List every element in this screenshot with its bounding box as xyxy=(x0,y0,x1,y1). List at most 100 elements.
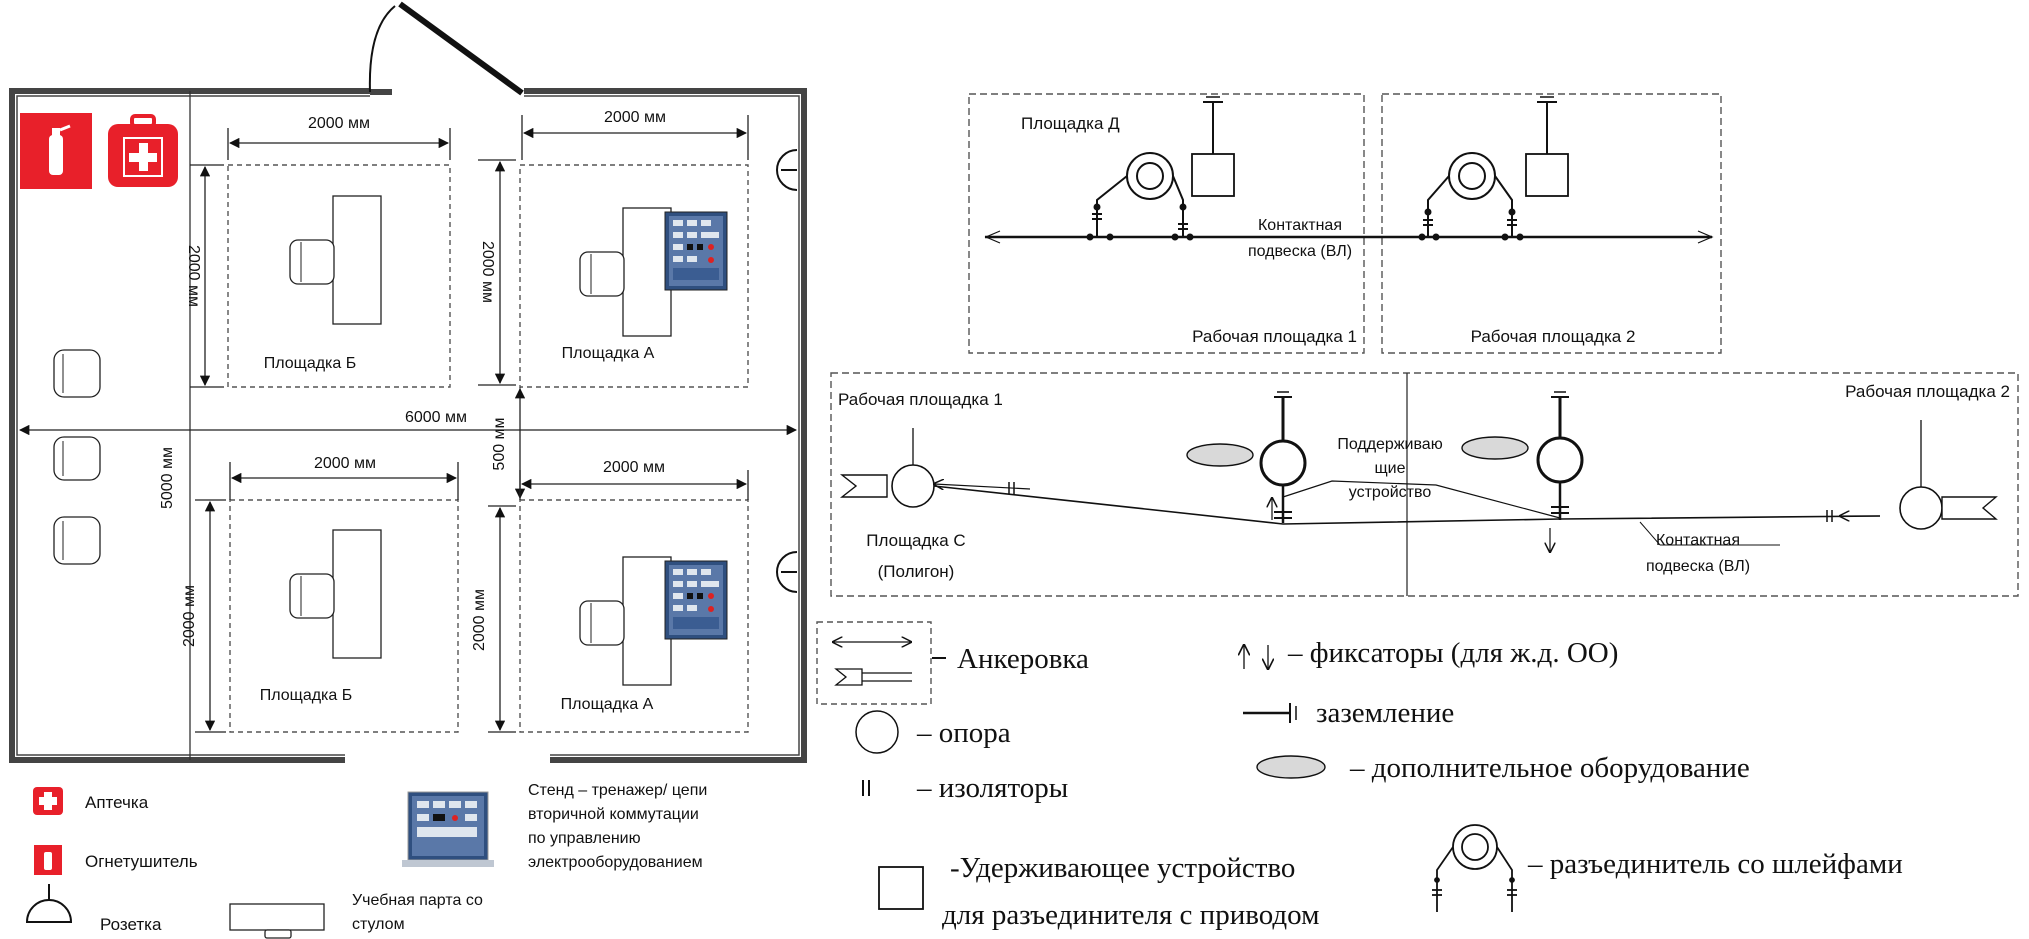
anchor-icon xyxy=(834,668,863,686)
support-label-2: щие xyxy=(1375,460,1406,477)
legend-disconnector-label: – разъединитель со шлейфами xyxy=(1527,848,1903,880)
legend-holding-label-2: для разъединителя с приводом xyxy=(942,899,1319,931)
legend-stand-label-2: вторичной коммутации xyxy=(528,806,699,823)
floor-plan: 2000 мм 2000 мм 2000 мм 2000 мм 6000 мм … xyxy=(9,1,807,764)
work-area-2-label: Рабочая площадка 2 xyxy=(1471,327,1636,346)
socket-icon xyxy=(776,551,798,593)
dim-top-left-height: 2000 мм xyxy=(185,245,202,307)
zone-label-top-right: Площадка А xyxy=(562,345,655,362)
anchoring-box xyxy=(816,621,932,705)
support-pole-icon xyxy=(855,710,899,754)
legend-extinguisher-label: Огнетушитель xyxy=(85,852,198,871)
desk-bottom-right xyxy=(579,556,672,686)
legend-holding-label-1: -Удерживающее устройство xyxy=(950,852,1295,884)
support-1 xyxy=(1186,391,1561,523)
legend-grounding-label: заземление xyxy=(1316,697,1454,729)
legend-stand-label-3: по управлению xyxy=(528,830,641,847)
extinguisher-icon xyxy=(34,845,62,875)
legend-insulators-label: – изоляторы xyxy=(916,772,1068,804)
fixator-arrows-icon xyxy=(1244,645,1268,669)
legend-desk-label-1: Учебная парта со xyxy=(352,892,483,909)
support-pole-right xyxy=(1899,486,1943,530)
dim-top-right-width: 2000 мм xyxy=(604,109,666,126)
legend-socket-label: Розетка xyxy=(100,915,162,934)
legend-anchoring-label: Анкеровка xyxy=(957,643,1089,675)
insulator-icon xyxy=(862,780,870,796)
chair xyxy=(53,349,101,398)
diagram-middle: Рабочая площадка 1 Рабочая площадка 2 xyxy=(830,372,2019,597)
support-label-3: устройство xyxy=(1349,484,1432,501)
dim-gap: 500 мм xyxy=(491,417,508,470)
zone-top-left xyxy=(227,164,451,388)
support-label-1: Поддерживаю xyxy=(1337,436,1442,453)
legend-first-aid-label: Аптечка xyxy=(85,793,149,812)
stand-bottom-right xyxy=(664,560,728,640)
stand-icon xyxy=(402,791,494,867)
anchor-left xyxy=(839,474,888,498)
chair xyxy=(53,436,101,481)
dim-top-left-width: 2000 мм xyxy=(308,115,370,132)
dim-top-right-height: 2000 мм xyxy=(479,241,496,303)
holding-device-icon xyxy=(878,866,924,910)
mid-contact-label-2: подвеска (ВЛ) xyxy=(1646,558,1750,575)
work-area-2-box xyxy=(1381,93,1722,354)
mid-work-area-1-label: Рабочая площадка 1 xyxy=(838,390,1003,409)
disconnector-2 xyxy=(1418,152,1524,241)
zone-bottom-right xyxy=(519,499,749,733)
grounding-icon xyxy=(1243,703,1297,723)
work-area-1-box xyxy=(968,93,1365,354)
dim-bottom-left-height: 2000 мм xyxy=(181,585,198,647)
door xyxy=(368,1,524,99)
support-pole-left xyxy=(891,464,935,508)
dim-total-width: 6000 мм xyxy=(405,409,467,426)
first-aid-icon xyxy=(108,114,178,187)
bottom-opening xyxy=(345,752,550,764)
socket-icon xyxy=(776,149,798,191)
zone-bottom-left xyxy=(229,499,459,733)
support-2 xyxy=(1461,391,1584,552)
work-area-1-label: Рабочая площадка 1 xyxy=(1192,327,1357,346)
legend-desk-label-2: стулом xyxy=(352,916,405,933)
desk-icon xyxy=(229,903,325,939)
holding-device-2 xyxy=(1525,153,1569,197)
zone-label-top-left: Площадка Б xyxy=(264,355,357,372)
extra-equipment-icon xyxy=(1256,755,1326,779)
dim-bottom-right-width: 2000 мм xyxy=(603,459,665,476)
legend-right: Анкеровка – опора – изоляторы – фиксатор… xyxy=(816,621,1903,931)
pad-c-label-1: Площадка С xyxy=(866,531,965,550)
zone-label-bottom-right: Площадка А xyxy=(561,696,654,713)
desk-top-left xyxy=(289,195,382,325)
legend-stand-label-1: Стенд – тренажер/ цепи xyxy=(528,782,707,799)
legend-fixators-label: – фиксаторы (для ж.д. ОО) xyxy=(1287,637,1618,669)
diagram-top: Площадка Д Контактная подвеска (ВЛ) Рабо… xyxy=(968,93,1722,354)
mid-contact-label-1: Контактная xyxy=(1656,532,1740,549)
contact-wire xyxy=(933,485,1881,525)
mid-work-area-2-label: Рабочая площадка 2 xyxy=(1845,382,2010,401)
polygon-box xyxy=(830,372,2019,597)
dimension-lines xyxy=(18,115,798,733)
dim-total-height: 5000 мм xyxy=(159,447,176,509)
first-aid-icon xyxy=(33,787,63,815)
anchor-right xyxy=(1941,496,1998,520)
extinguisher-icon xyxy=(20,113,92,189)
chair xyxy=(53,516,101,565)
legend-stand-label-4: электрооборудованием xyxy=(528,854,703,871)
stand-top-right xyxy=(664,211,728,291)
disconnector-icon xyxy=(1432,824,1517,912)
legend-extra-equipment-label: – дополнительное оборудование xyxy=(1349,752,1750,784)
zone-label-bottom-left: Площадка Б xyxy=(260,687,353,704)
contact-label-2: подвеска (ВЛ) xyxy=(1248,243,1352,260)
legend-support-label: – опора xyxy=(916,717,1011,749)
pad-c-label-2: (Полигон) xyxy=(878,562,955,581)
disconnector-1 xyxy=(1086,152,1194,241)
holding-device-1 xyxy=(1191,153,1235,197)
dim-bottom-left-width: 2000 мм xyxy=(314,455,376,472)
desk-top-right xyxy=(579,207,672,337)
pad-d-label: Площадка Д xyxy=(1021,114,1120,133)
contact-label-1: Контактная xyxy=(1258,217,1342,234)
dim-bottom-right-height: 2000 мм xyxy=(471,589,488,651)
legend-left: Аптечка Огнетушитель Розетка Учебная пар… xyxy=(25,782,707,939)
socket-icon xyxy=(25,884,73,923)
desk-bottom-left xyxy=(289,529,382,659)
